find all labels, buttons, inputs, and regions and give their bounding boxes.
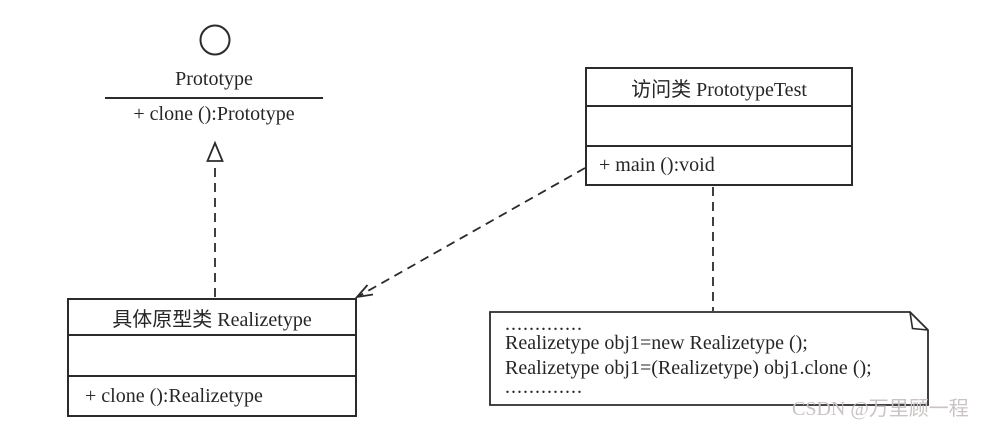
note-code-line-1: Realizetype obj1=new Realizetype ();: [505, 332, 808, 354]
interface-lollipop-circle: [199, 24, 231, 56]
class-method-main: + main ():void: [599, 154, 715, 176]
dependency-open-arrowhead-icon: [354, 284, 374, 299]
note-code-line-2: Realizetype obj1=(Realizetype) obj1.clon…: [505, 357, 872, 379]
realization-triangle-arrowhead-icon: [206, 140, 224, 162]
class-attributes-prototypetest: [587, 107, 851, 147]
class-box-realizetype: 具体原型类 Realizetype + clone ():Realizetype: [67, 298, 357, 417]
interface-clone-method: + clone ():Prototype: [133, 103, 295, 125]
note-shape: [489, 311, 929, 406]
class-box-prototypetest: 访问类 PrototypeTest + main ():void: [585, 67, 853, 186]
class-title-prototypetest: 访问类 PrototypeTest: [587, 69, 851, 107]
note-dots-bottom: .............: [505, 376, 583, 398]
class-title-realizetype: 具体原型类 Realizetype: [69, 300, 355, 336]
class-method-clone: + clone ():Realizetype: [85, 384, 263, 407]
interface-name: Prototype: [175, 68, 253, 90]
dependency-dashed-line: [358, 167, 586, 297]
csdn-watermark: CSDN @万里顾一程: [792, 398, 969, 420]
note-fold-corner-icon: [909, 311, 929, 331]
class-attributes-realizetype: [69, 336, 355, 377]
note-dots-top: .............: [505, 313, 583, 335]
